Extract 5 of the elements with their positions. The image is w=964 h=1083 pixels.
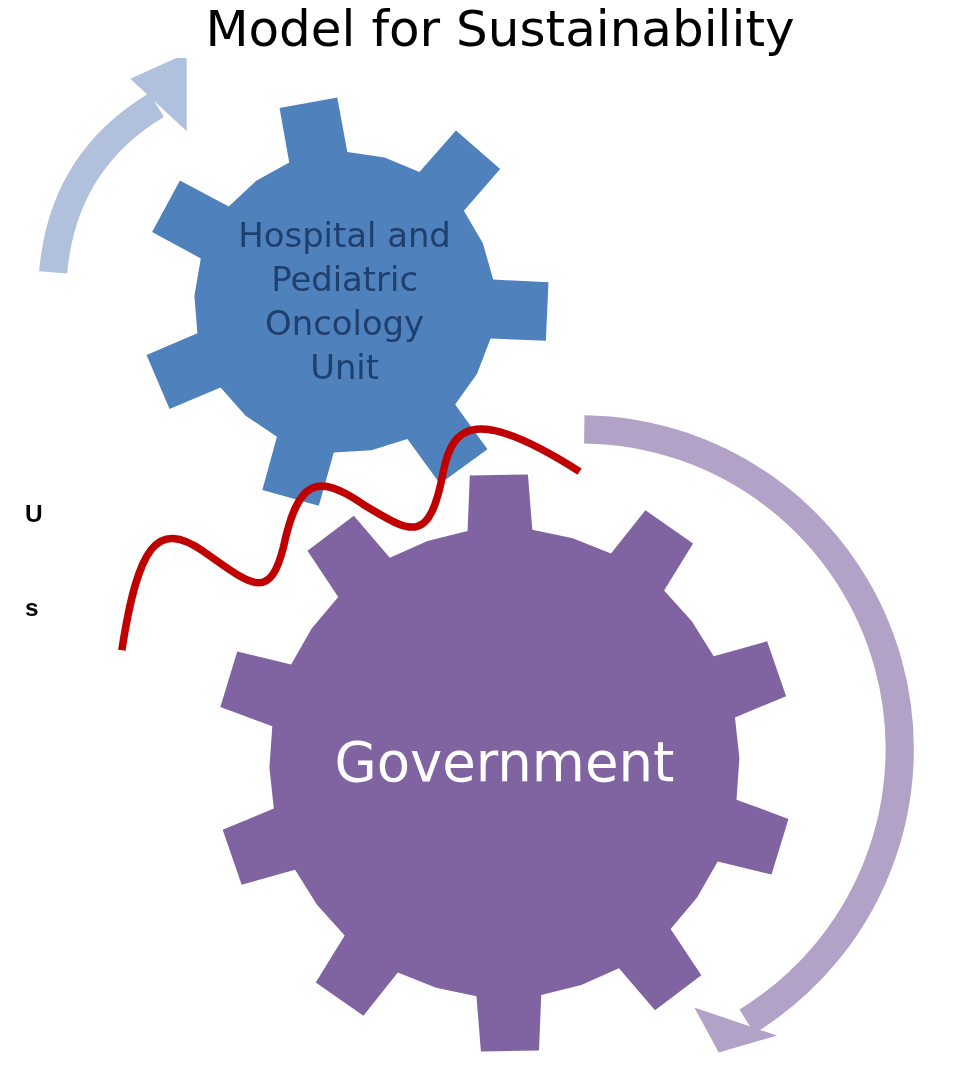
gear-label: Government: [333, 729, 676, 797]
text-fragment: U: [25, 499, 43, 529]
gear-label: Hospital and Pediatric Oncology Unit: [237, 215, 452, 389]
text-fragment: s: [25, 593, 39, 623]
title: Model for Sustainability: [204, 0, 796, 58]
